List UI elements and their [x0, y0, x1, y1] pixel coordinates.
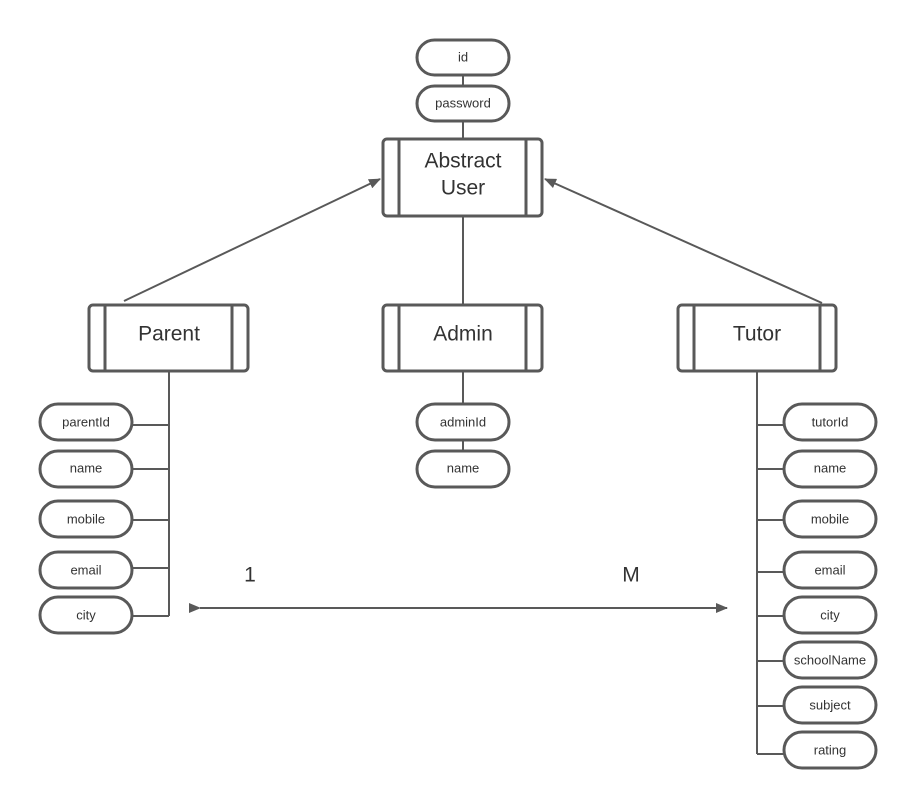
attribute-tutor-schoolName-label: schoolName: [794, 652, 866, 667]
entity-tutor[interactable]: Tutor: [676, 303, 838, 373]
entity-admin[interactable]: Admin: [381, 303, 544, 373]
attribute-tutor-rating[interactable]: rating: [782, 730, 878, 770]
entity-abstract-user[interactable]: Abstract User: [381, 137, 544, 218]
attribute-tutor-city-label: city: [820, 607, 840, 622]
entity-tutor-label: Tutor: [733, 323, 781, 346]
attribute-tutor-name[interactable]: name: [782, 449, 878, 489]
attribute-tutor-mobile-label: mobile: [811, 511, 849, 526]
attribute-tutor-subject-label: subject: [809, 697, 851, 712]
attribute-parentId[interactable]: parentId: [38, 402, 134, 442]
attribute-id[interactable]: id: [415, 38, 511, 77]
attribute-parent-name[interactable]: name: [38, 449, 134, 489]
attribute-password[interactable]: password: [415, 84, 511, 123]
cardinality-one-label: 1: [244, 564, 256, 587]
inheritance-arrow-tutor: [544, 178, 823, 304]
cardinality-many-label: M: [622, 564, 640, 587]
attribute-admin-name[interactable]: name: [415, 449, 511, 489]
attribute-parent-email-label: email: [70, 562, 101, 577]
attribute-id-label: id: [458, 49, 468, 64]
attribute-adminId[interactable]: adminId: [415, 402, 511, 442]
attribute-tutor-mobile[interactable]: mobile: [782, 499, 878, 539]
inheritance-arrow-parent: [123, 178, 381, 302]
attribute-tutor-email-label: email: [814, 562, 845, 577]
attribute-tutor-rating-label: rating: [814, 742, 847, 757]
attribute-parent-mobile[interactable]: mobile: [38, 499, 134, 539]
attribute-tutor-schoolName[interactable]: schoolName: [782, 640, 878, 680]
entity-abstract-user-label-line1: Abstract: [424, 150, 501, 173]
attribute-tutor-name-label: name: [814, 460, 847, 475]
attribute-parent-city-label: city: [76, 607, 96, 622]
attribute-tutorId[interactable]: tutorId: [782, 402, 878, 442]
entity-admin-label: Admin: [433, 323, 493, 346]
attribute-parent-mobile-label: mobile: [67, 511, 105, 526]
attribute-admin-name-label: name: [447, 460, 480, 475]
attribute-parent-city[interactable]: city: [38, 595, 134, 635]
attribute-parentId-label: parentId: [62, 414, 110, 429]
attribute-parent-email[interactable]: email: [38, 550, 134, 590]
entity-parent[interactable]: Parent: [87, 303, 250, 373]
entity-parent-label: Parent: [138, 323, 200, 346]
attribute-tutorId-label: tutorId: [812, 414, 849, 429]
attribute-adminId-label: adminId: [440, 414, 486, 429]
attribute-tutor-subject[interactable]: subject: [782, 685, 878, 725]
attribute-tutor-city[interactable]: city: [782, 595, 878, 635]
attribute-password-label: password: [435, 95, 491, 110]
attribute-parent-name-label: name: [70, 460, 103, 475]
attribute-tutor-email[interactable]: email: [782, 550, 878, 590]
entity-abstract-user-label-line2: User: [441, 177, 485, 200]
